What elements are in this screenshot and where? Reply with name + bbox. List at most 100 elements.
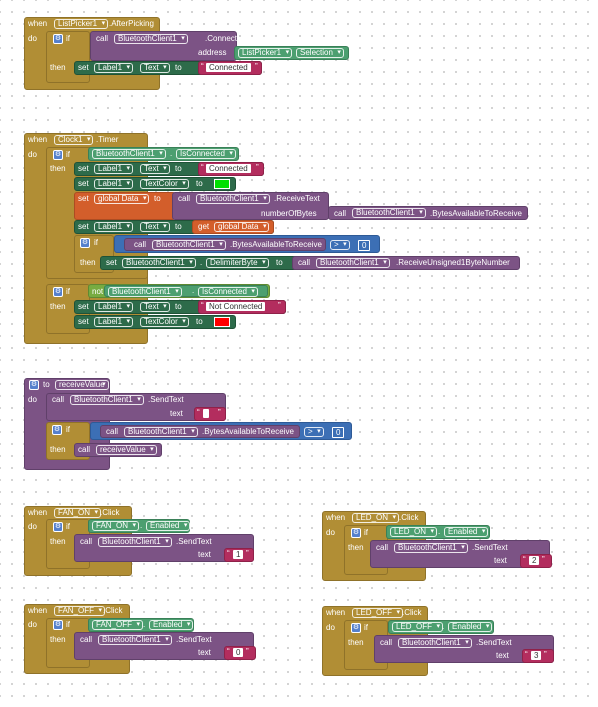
gear-icon[interactable]: ⚙ xyxy=(53,522,63,532)
text-empty-block[interactable] xyxy=(194,407,226,421)
text-value[interactable]: 1 xyxy=(233,550,244,559)
operator-dropdown[interactable]: > xyxy=(304,427,324,437)
enabled-dropdown[interactable]: Enabled xyxy=(149,620,194,630)
number-value[interactable]: 0 xyxy=(332,427,345,438)
component-dropdown[interactable]: FAN_ON xyxy=(54,508,102,518)
number-value[interactable]: 0 xyxy=(358,240,371,251)
if-keyword: if xyxy=(66,425,70,434)
operator-dropdown[interactable]: > xyxy=(330,240,350,250)
component-dropdown[interactable]: ListPicker1 xyxy=(54,19,109,29)
quote-left: “ xyxy=(201,62,204,71)
listpicker-dropdown[interactable]: ListPicker1 xyxy=(238,48,293,58)
bluetooth-dropdown[interactable]: BluetoothClient1 xyxy=(98,635,172,645)
to-keyword: to xyxy=(175,222,182,231)
if-keyword: if xyxy=(66,150,70,159)
gear-icon[interactable]: ⚙ xyxy=(53,620,63,630)
bluetooth-dropdown[interactable]: BluetoothClient1 xyxy=(70,395,144,405)
call-keyword: call xyxy=(78,445,91,454)
text-prop-dropdown[interactable]: Text xyxy=(140,302,170,312)
if-keyword: if xyxy=(66,287,70,296)
set-keyword: set xyxy=(78,302,89,311)
red-color-swatch[interactable] xyxy=(214,317,230,327)
selection-dropdown[interactable]: Selection xyxy=(296,48,344,58)
label-dropdown[interactable]: Label1 xyxy=(94,317,134,327)
textcolor-dropdown[interactable]: TextColor xyxy=(140,317,189,327)
bluetooth-dropdown[interactable]: BluetoothClient1 xyxy=(398,638,472,648)
component-dropdown[interactable]: FAN_OFF xyxy=(92,620,144,630)
bluetooth-dropdown[interactable]: BluetoothClient1 xyxy=(196,194,270,204)
global-data-dropdown[interactable]: global Data xyxy=(214,222,270,232)
call-keyword: call xyxy=(52,395,65,404)
prop-dropdown[interactable]: Text xyxy=(140,63,170,73)
gear-icon[interactable]: ⚙ xyxy=(53,34,63,44)
bluetooth-dropdown[interactable]: BluetoothClient1 xyxy=(316,258,390,268)
clock-dropdown[interactable]: Clock1 xyxy=(54,135,94,145)
text-prop-dropdown[interactable]: Text xyxy=(140,222,170,232)
component-dropdown[interactable]: FAN_ON xyxy=(92,521,140,531)
bluetooth-dropdown[interactable]: BluetoothClient1 xyxy=(98,537,172,547)
set-keyword: set xyxy=(78,194,89,203)
gear-icon[interactable]: ⚙ xyxy=(351,623,361,633)
component-dropdown[interactable]: LED_ON xyxy=(352,513,400,523)
gear-icon[interactable]: ⚙ xyxy=(29,380,39,390)
dot: . xyxy=(170,149,173,158)
enabled-dropdown[interactable]: Enabled xyxy=(444,527,489,537)
bluetooth-dropdown[interactable]: BluetoothClient1 xyxy=(352,208,426,218)
text-value[interactable]: Not Connected xyxy=(206,302,266,311)
set-global-data-block[interactable] xyxy=(74,192,176,220)
text-value[interactable]: Connected xyxy=(206,63,251,72)
bluetooth-dropdown[interactable]: BluetoothClient1 xyxy=(394,543,468,553)
component-dropdown[interactable]: LED_OFF xyxy=(392,622,444,632)
to-keyword: to xyxy=(196,317,203,326)
bluetooth-dropdown[interactable]: BluetoothClient1 xyxy=(152,240,226,250)
text-prop-dropdown[interactable]: Text xyxy=(140,164,170,174)
method-name: .ReceiveUnsigned1ByteNumber xyxy=(396,258,510,267)
text-value[interactable]: Connected xyxy=(206,164,251,173)
gear-icon[interactable]: ⚙ xyxy=(53,287,63,297)
to-keyword: to xyxy=(196,179,203,188)
enabled-dropdown[interactable]: Enabled xyxy=(448,622,493,632)
method-name: .SendText xyxy=(176,635,212,644)
text-value[interactable]: 2 xyxy=(529,556,540,565)
bluetooth-dropdown[interactable]: BluetoothClient1 xyxy=(92,149,166,159)
text-value[interactable] xyxy=(203,409,209,418)
text-value[interactable]: 3 xyxy=(531,651,542,660)
do-keyword: do xyxy=(28,34,37,43)
bluetooth-dropdown[interactable]: BluetoothClient1 xyxy=(124,427,198,437)
method-name: .SendText xyxy=(476,638,512,647)
bluetooth-dropdown[interactable]: BluetoothClient1 xyxy=(122,258,196,268)
global-data-dropdown[interactable]: global Data xyxy=(94,194,150,204)
delimiterbyte-dropdown[interactable]: DelimiterByte xyxy=(206,258,269,268)
label-dropdown[interactable]: Label1 xyxy=(94,302,134,312)
when-keyword: when xyxy=(28,606,48,615)
enabled-dropdown[interactable]: Enabled xyxy=(146,521,191,531)
gear-icon[interactable]: ⚙ xyxy=(351,528,361,538)
component-dropdown[interactable]: LED_OFF xyxy=(352,608,404,618)
gear-icon[interactable]: ⚙ xyxy=(80,238,90,248)
isconnected-dropdown[interactable]: IsConnected xyxy=(198,287,258,297)
textcolor-dropdown[interactable]: TextColor xyxy=(140,179,189,189)
label-dropdown[interactable]: Label1 xyxy=(94,164,134,174)
bluetooth-dropdown[interactable]: BluetoothClient1 xyxy=(108,287,182,297)
quote-left: “ xyxy=(201,163,204,172)
quote-right: ” xyxy=(246,549,249,558)
when-keyword: when xyxy=(28,135,48,144)
procedure-name[interactable]: receiveValue xyxy=(55,380,109,390)
quote-left: “ xyxy=(523,555,526,564)
component-dropdown[interactable]: LED_ON xyxy=(390,527,438,537)
gear-icon[interactable]: ⚙ xyxy=(52,425,62,435)
component-dropdown[interactable]: FAN_OFF xyxy=(54,606,106,616)
isconnected-dropdown[interactable]: IsConnected xyxy=(176,149,236,159)
green-color-swatch[interactable] xyxy=(214,179,230,189)
dot: . xyxy=(200,258,203,267)
label-dropdown[interactable]: Label1 xyxy=(94,63,134,73)
method-name: .ReceiveText xyxy=(274,194,320,203)
do-keyword: do xyxy=(326,623,335,632)
text-value[interactable]: 0 xyxy=(233,648,244,657)
quote-left: “ xyxy=(197,408,200,417)
gear-icon[interactable]: ⚙ xyxy=(53,150,63,160)
procedure-dropdown[interactable]: receiveValue xyxy=(96,445,157,455)
bluetooth-dropdown[interactable]: BluetoothClient1 xyxy=(114,34,188,44)
label-dropdown[interactable]: Label1 xyxy=(94,179,134,189)
label-dropdown[interactable]: Label1 xyxy=(94,222,134,232)
